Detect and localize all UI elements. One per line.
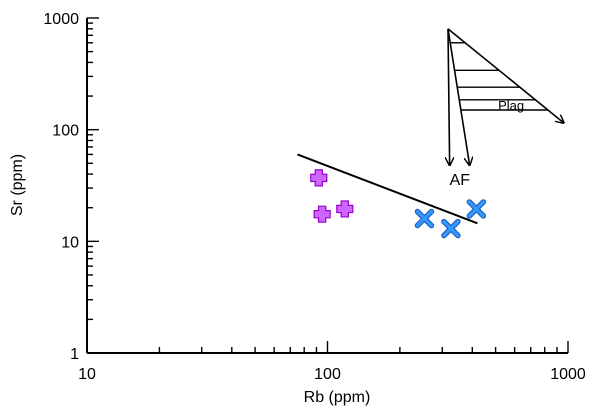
x-marker [441,218,461,239]
x-marker-stroke [467,200,485,218]
annotations: AF Plag [297,28,564,225]
y-tick-label: 1000 [43,11,79,28]
trend-line [297,153,478,225]
x-marker-stroke [442,220,460,238]
af-label: AF [450,172,471,189]
data-points [310,169,487,239]
y-tick-label: 1 [70,346,79,363]
x-marker [414,208,435,229]
plag-vector-arrow [447,28,564,123]
x-axis-label: Rb (ppm) [304,389,371,406]
af-vector-arrow [447,28,470,165]
x-marker [466,199,487,219]
y-axis-label: Sr (ppm) [9,154,26,216]
plag-label: Plag [498,98,524,113]
y-tick-label: 10 [61,234,79,251]
plus-marker [336,200,354,218]
x-tick-label: 1000 [550,366,586,383]
y-tick-label: 100 [52,123,79,140]
axes: 10 100 1000 1 10 100 1000 [43,11,585,383]
plus-marker [313,205,331,223]
x-tick-label: 10 [78,366,96,383]
af-vector-arrow [448,28,450,165]
x-tick-label: 100 [314,366,341,383]
x-marker-stroke [415,209,434,228]
plus-marker [310,169,328,187]
